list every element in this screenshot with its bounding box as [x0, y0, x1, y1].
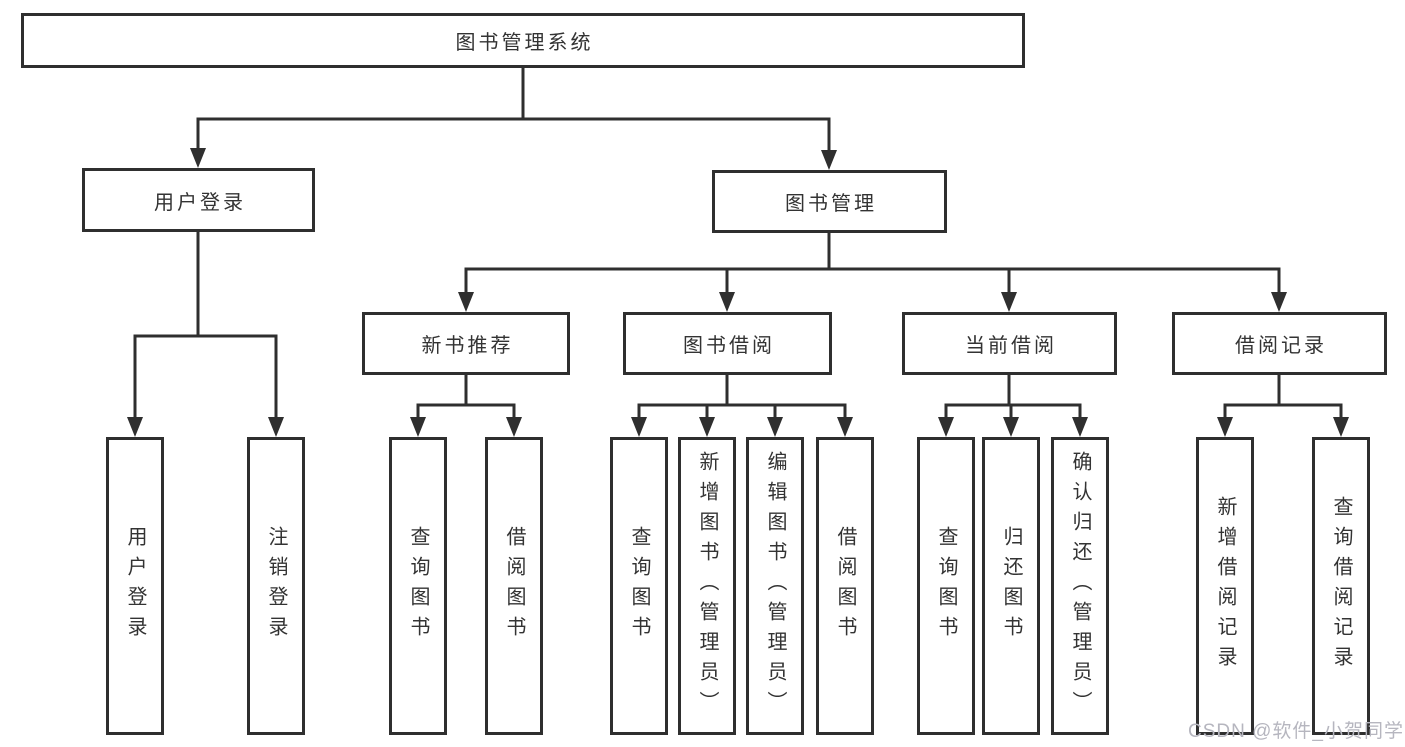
node-label: 用户登录: [154, 191, 246, 214]
node-label: 查询图书: [935, 526, 957, 646]
node-label: 借阅图书: [834, 526, 856, 646]
node-label: 图书管理: [785, 193, 877, 215]
node-system-root: 图书管理系统: [21, 13, 1025, 68]
leaf-add-books-admin: 新增图书（管理员）: [678, 437, 736, 735]
node-label: 查询图书: [407, 526, 429, 646]
node-label: 查询借阅记录: [1330, 496, 1352, 676]
leaf-logout: 注销登录: [247, 437, 305, 735]
node-book-management: 图书管理: [712, 170, 947, 233]
node-book-borrowing: 图书借阅: [623, 312, 832, 375]
leaf-user-login: 用户登录: [106, 437, 164, 735]
node-label: 确认归还（管理员）: [1069, 451, 1091, 721]
leaf-add-borrow-record: 新增借阅记录: [1196, 437, 1254, 735]
leaf-query-books-current: 查询图书: [917, 437, 975, 735]
node-label: 用户登录: [124, 526, 146, 646]
node-user-login: 用户登录: [82, 168, 315, 232]
node-label: 借阅图书: [503, 526, 525, 646]
leaf-edit-books-admin: 编辑图书（管理员）: [746, 437, 804, 735]
leaf-borrow-books-recommend: 借阅图书: [485, 437, 543, 735]
node-label: 新增借阅记录: [1214, 496, 1236, 676]
csdn-watermark: CSDN @软件_小贺同学: [1188, 721, 1404, 742]
node-label: 编辑图书（管理员）: [764, 451, 786, 721]
node-label: 查询图书: [628, 526, 650, 646]
leaf-query-books-borrowing: 查询图书: [610, 437, 668, 735]
leaf-return-books: 归还图书: [982, 437, 1040, 735]
node-label: 新书推荐: [421, 335, 514, 357]
node-new-book-recommendation: 新书推荐: [362, 312, 570, 375]
node-label: 借阅记录: [1235, 335, 1327, 357]
node-current-borrowing: 当前借阅: [902, 312, 1117, 375]
node-label: 注销登录: [265, 526, 287, 646]
leaf-borrow-books: 借阅图书: [816, 437, 874, 735]
leaf-confirm-return-admin: 确认归还（管理员）: [1051, 437, 1109, 735]
leaf-query-borrow-record: 查询借阅记录: [1312, 437, 1370, 735]
node-label: 图书借阅: [683, 335, 775, 357]
arrowheads: [127, 148, 1349, 437]
node-label: 图书管理系统: [455, 32, 594, 54]
node-borrowing-records: 借阅记录: [1172, 312, 1387, 375]
node-label: 归还图书: [1000, 526, 1022, 646]
node-label: 当前借阅: [965, 335, 1057, 357]
node-label: 新增图书（管理员）: [696, 451, 718, 721]
leaf-query-books-recommend: 查询图书: [389, 437, 447, 735]
